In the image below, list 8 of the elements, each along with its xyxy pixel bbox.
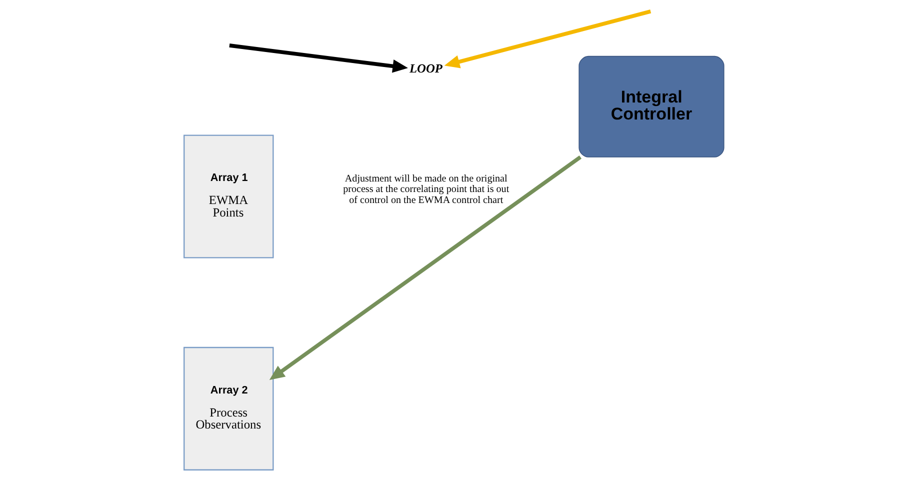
node-box: Integral Controller xyxy=(578,56,724,158)
edge-label: Adjustment will be made on the original process at the correlating point that is out of control on the EWMA control chart xyxy=(342,173,509,206)
node-box: Array 1 EWMA Points xyxy=(183,134,274,258)
node-text: LOOP xyxy=(408,61,442,76)
node-box: Array 2 Process Observations xyxy=(183,346,274,470)
arrow xyxy=(228,44,408,73)
arrow xyxy=(444,10,651,68)
arrow xyxy=(268,155,582,380)
